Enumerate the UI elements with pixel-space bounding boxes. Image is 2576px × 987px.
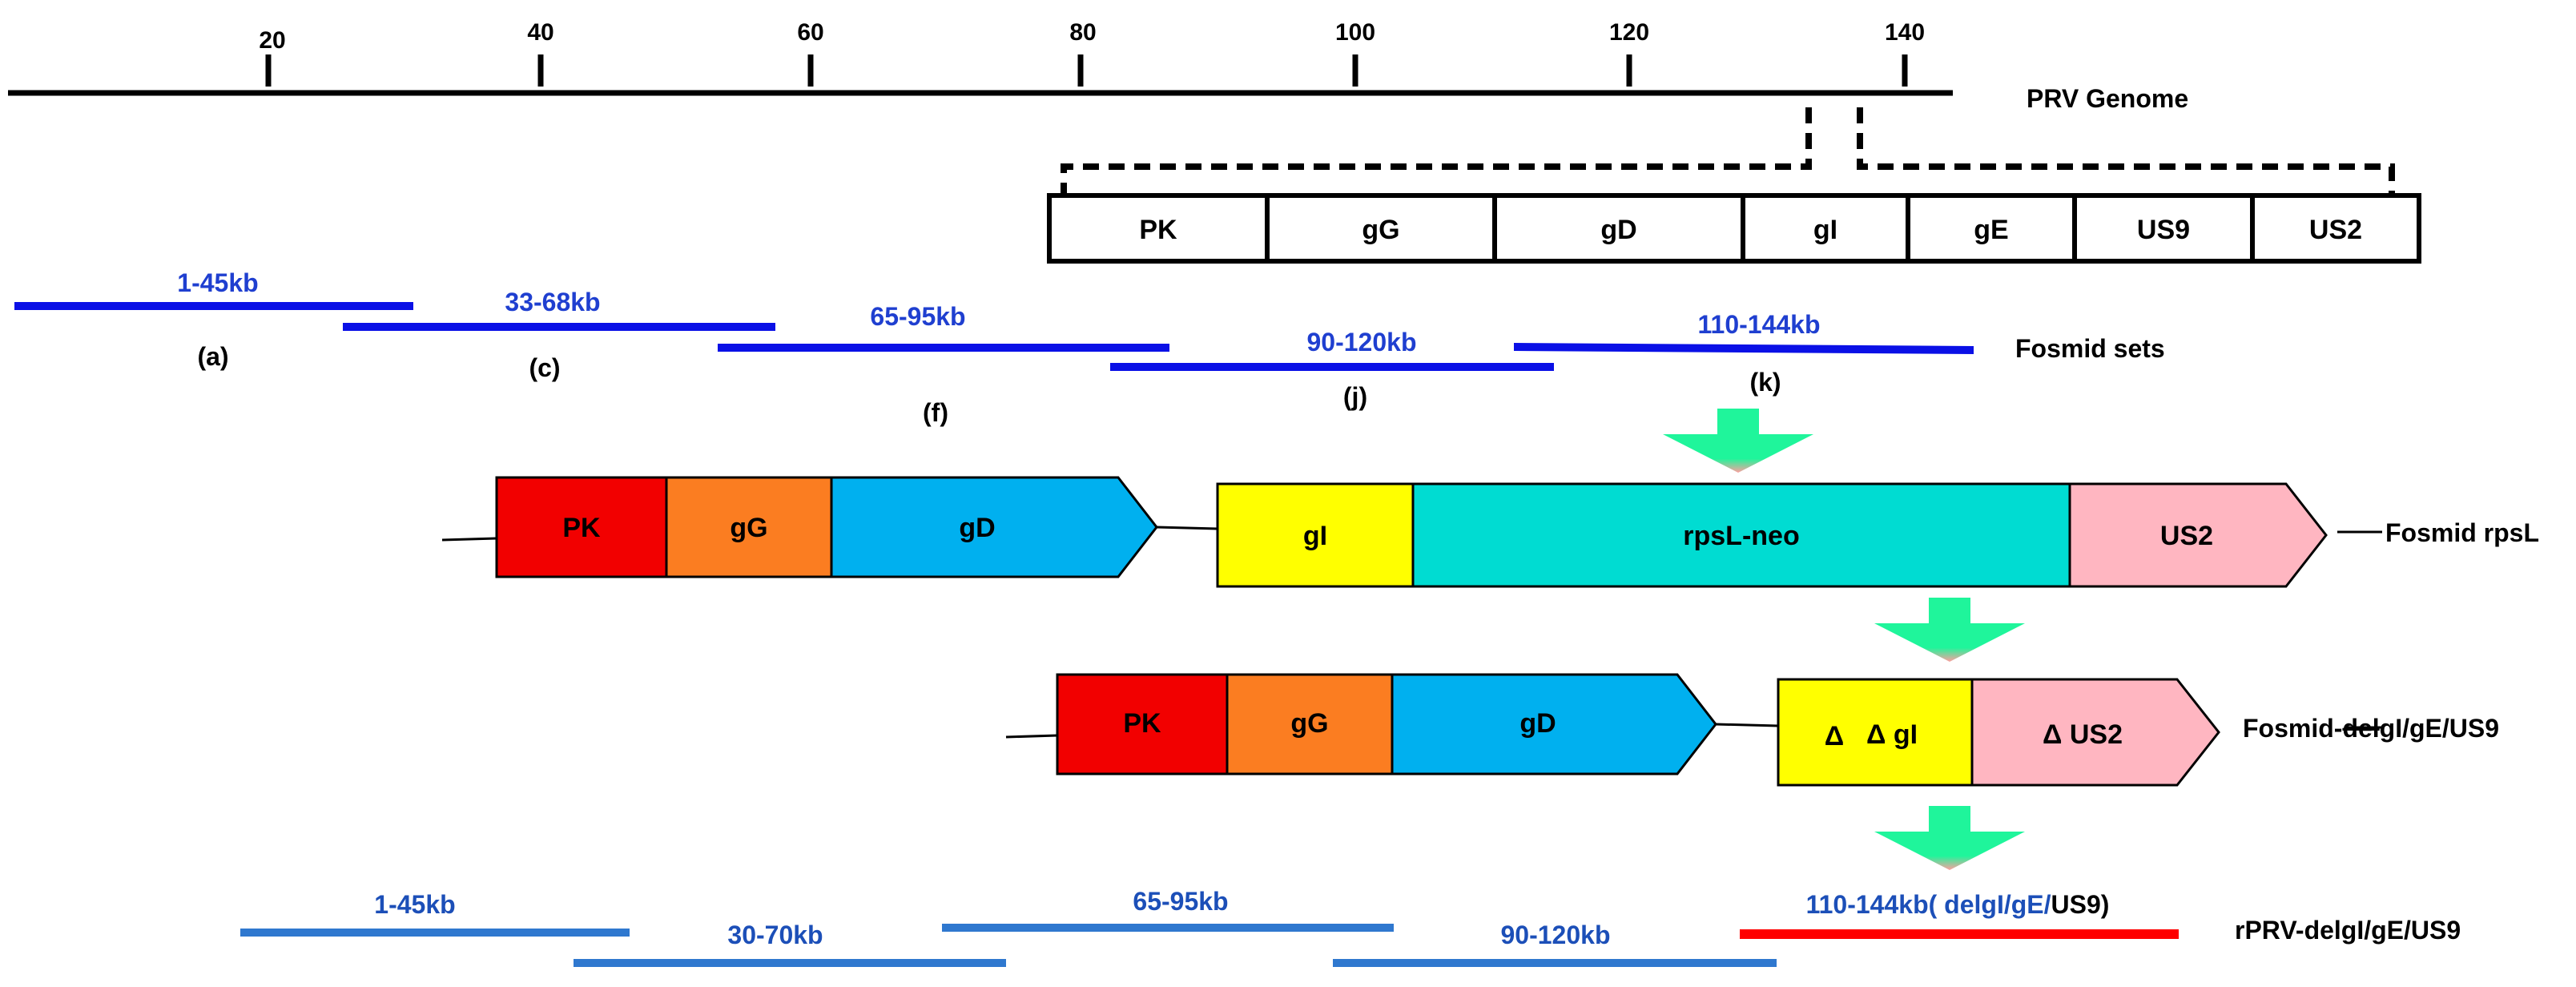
gene-rpsl-neo [1411,482,2071,588]
gene-label: Δ US2 [2043,719,2123,750]
fosmid-id-label: (a) [197,342,228,371]
zoom-box-label: PK [1139,215,1177,245]
gene-gd [830,476,1158,578]
rprv-range-label: 65-95kb [1133,887,1228,916]
tick-label: 80 [1069,19,1096,46]
tick-label: 140 [1885,19,1925,46]
zoom-box-label: gE [1974,215,2008,245]
gene-label: Δ [1825,721,1844,751]
rprv-label: rPRV-delgI/gE/US9 [2235,916,2461,945]
down-arrow-icon [1874,806,2025,870]
fosmid-id-label: (c) [529,353,560,382]
tick-label: 60 [797,19,823,46]
fosmid-rpsl-label: Fosmid rpsL [2385,518,2539,547]
gene-label: US2 [2160,521,2213,551]
rprv-final-label-post: US9) [2051,890,2110,919]
gene-delta-gi [1777,678,1974,787]
fosmid-id-label: (f) [923,398,948,427]
zoom-box-label: gG [1362,215,1399,245]
fosmid-del-construct: PK gG gD Δ Δ gI Δ US2 Fosmid-delgI/gE/US… [1005,673,2499,787]
fosmid-id-label: (k) [1749,368,1781,397]
rprv-segments: 1-45kb 30-70kb 65-95kb 90-120kb 110-144k… [240,887,2461,967]
fosmid-del-label: Fosmid-delgI/gE/US9 [2243,714,2499,743]
fosmid-sets: 1-45kb 33-68kb 65-95kb 90-120kb 110-144k… [14,268,2165,427]
gene-label: gI [1303,521,1327,551]
rprv-range-label: 90-120kb [1501,921,1611,949]
gene-label: rpsL-neo [1683,521,1799,551]
fosmid-segment [1514,343,1974,354]
fosmid-id-label: (j) [1343,382,1367,411]
fosmid-range-label: 33-68kb [505,288,600,316]
rprv-final-label-pre: 110-144kb( [1806,890,1945,919]
down-arrow-icon [1663,409,1813,473]
zoom-box-label: gI [1813,215,1837,245]
fosmid-rpsl-construct: PK gG gD gI rpsL-neo US2 Fosmid rpsL [441,476,2539,588]
fosmid-sets-label: Fosmid sets [2015,334,2165,363]
gene-us2 [2068,482,2328,588]
rprv-range-label: 1-45kb [374,890,455,919]
fosmid-range-label: 90-120kb [1307,328,1417,357]
gene-gg [665,476,833,578]
rprv-final-label: 110-144kb( delgI/gE/US9) [1806,890,2110,919]
gene-label: gG [1290,708,1328,739]
gene-label: PK [562,513,601,543]
zoom-box-label: US9 [2137,215,2190,245]
gene-label: gG [730,513,767,543]
genome-ruler: 20 40 60 80 100 120 140 PRV Genome [8,19,2188,113]
fosmid-range-label: 65-95kb [870,302,965,331]
gene-gi [1216,482,1415,588]
rprv-range-label: 30-70kb [727,921,823,949]
fosmid-del-label-post: gI/gE/US9 [2380,714,2499,743]
tick-label: 120 [1609,19,1649,46]
tick-label: 20 [259,27,285,54]
zoom-box-label: US2 [2309,215,2362,245]
gene-label: Δ gI [1866,719,1918,750]
genome-label: PRV Genome [2027,84,2188,113]
zoom-box-label: gD [1600,215,1636,245]
fosmid-range-label: 1-45kb [177,268,258,297]
zoom-gene-boxes: PK gG gD gI gE US9 US2 [1047,193,2421,264]
gene-label: gD [959,513,995,543]
gene-label: PK [1123,708,1161,739]
rprv-final-label-mid: delgI/gE/ [1944,890,2051,919]
gene-gd [1391,673,1717,776]
fosmid-del-label-pre: Fosmid- [2243,714,2342,743]
down-arrow-icon [1874,598,2025,662]
fosmid-range-label: 110-144kb [1697,310,1820,339]
gene-delta-us2 [1970,678,2220,787]
gene-label: gD [1519,708,1556,739]
tick-label: 100 [1335,19,1375,46]
gene-pk [1056,673,1229,776]
tick-label: 40 [527,19,553,46]
zoom-bracket [1061,107,2395,194]
process-arrows [1663,409,2025,870]
